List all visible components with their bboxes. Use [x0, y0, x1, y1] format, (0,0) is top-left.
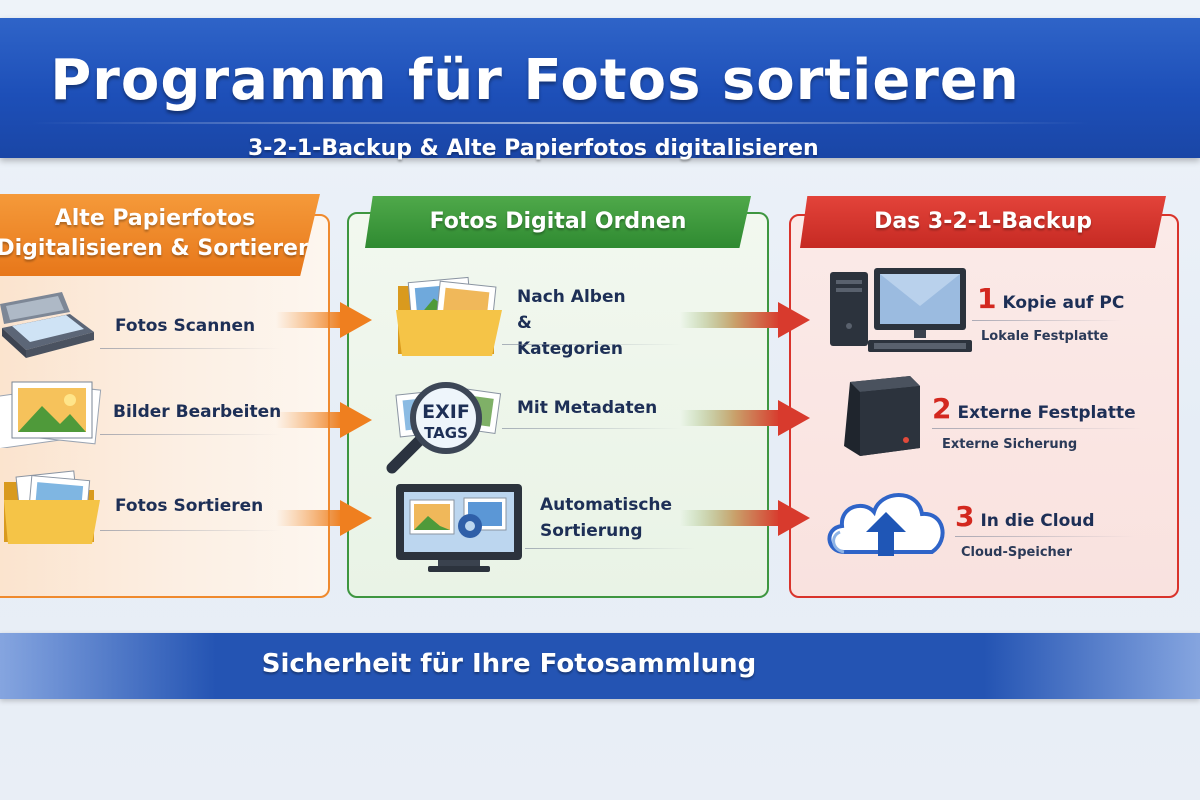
- auto-sort-label: Automatische Sortierung: [540, 495, 673, 541]
- footer-banner: Sicherheit für Ihre Fotosammlung: [0, 633, 1200, 699]
- edit-images-label: Bilder Bearbeiten: [113, 402, 282, 422]
- footer-text: Sicherheit für Ihre Fotosammlung: [261, 649, 757, 679]
- photo-folder-icon: [394, 276, 506, 364]
- arrow-edit-to-metadata: [276, 402, 372, 438]
- backup-pc-text: Kopie auf PC: [1002, 293, 1125, 313]
- backup-drive-text: Externe Festplatte: [957, 403, 1136, 423]
- tags-text: TAGS: [424, 424, 468, 442]
- sort-photos-underline: [100, 530, 280, 531]
- backup-pc-underline: [972, 320, 1122, 321]
- desktop-pc-icon: [828, 266, 974, 360]
- metadata-label: Mit Metadaten: [517, 398, 658, 418]
- header-banner: Programm für Fotos sortieren 3-2-1-Backu…: [0, 18, 1200, 161]
- backup-number-3: 3: [955, 500, 975, 533]
- auto-sort-underline: [525, 548, 695, 549]
- arrow-sort-to-auto: [276, 500, 372, 536]
- magnifier-icon: EXIF TAGS: [384, 380, 504, 480]
- scan-photos-label: Fotos Scannen: [115, 316, 256, 336]
- cloud-upload-icon: [822, 476, 952, 566]
- folder-icon: [0, 468, 104, 552]
- albums-categories-underline: [502, 344, 682, 345]
- albums-categories-label: Nach Alben & Kategorien: [517, 287, 626, 359]
- backup-drive-underline: [932, 428, 1142, 429]
- photo-stack-icon: [0, 378, 104, 452]
- title-divider: [30, 122, 1090, 124]
- external-drive-icon: [840, 372, 924, 464]
- digitize-panel-title: Alte Papierfotos Digitalisieren & Sortie…: [0, 194, 320, 276]
- backup-number-1: 1: [977, 282, 997, 315]
- backup-drive-sub: Externe Sicherung: [942, 437, 1078, 452]
- metadata-underline: [502, 428, 682, 429]
- scan-photos-underline: [100, 348, 280, 349]
- backup-pc-sub: Lokale Festplatte: [981, 329, 1109, 344]
- monitor-gear-icon: [394, 482, 524, 578]
- backup-cloud-underline: [955, 536, 1135, 537]
- edit-images-underline: [100, 434, 280, 435]
- arrow-albums-to-pc: [680, 302, 810, 338]
- backup-panel-title: Das 3-2-1-Backup: [800, 196, 1166, 248]
- page-title: Programm für Fotos sortieren: [50, 48, 1020, 113]
- page-subtitle: 3-2-1-Backup & Alte Papierfotos digitali…: [248, 136, 819, 161]
- organize-panel-title: Fotos Digital Ordnen: [365, 196, 751, 248]
- scanner-icon: [0, 292, 96, 364]
- exif-text: EXIF: [422, 401, 470, 423]
- sort-photos-label: Fotos Sortieren: [115, 496, 264, 516]
- backup-cloud-text: In die Cloud: [980, 511, 1095, 531]
- arrow-scan-to-albums: [276, 302, 372, 338]
- arrow-metadata-to-drive: [680, 400, 810, 436]
- arrow-auto-to-cloud: [680, 500, 810, 536]
- backup-cloud-sub: Cloud-Speicher: [961, 545, 1073, 560]
- backup-number-2: 2: [932, 392, 952, 425]
